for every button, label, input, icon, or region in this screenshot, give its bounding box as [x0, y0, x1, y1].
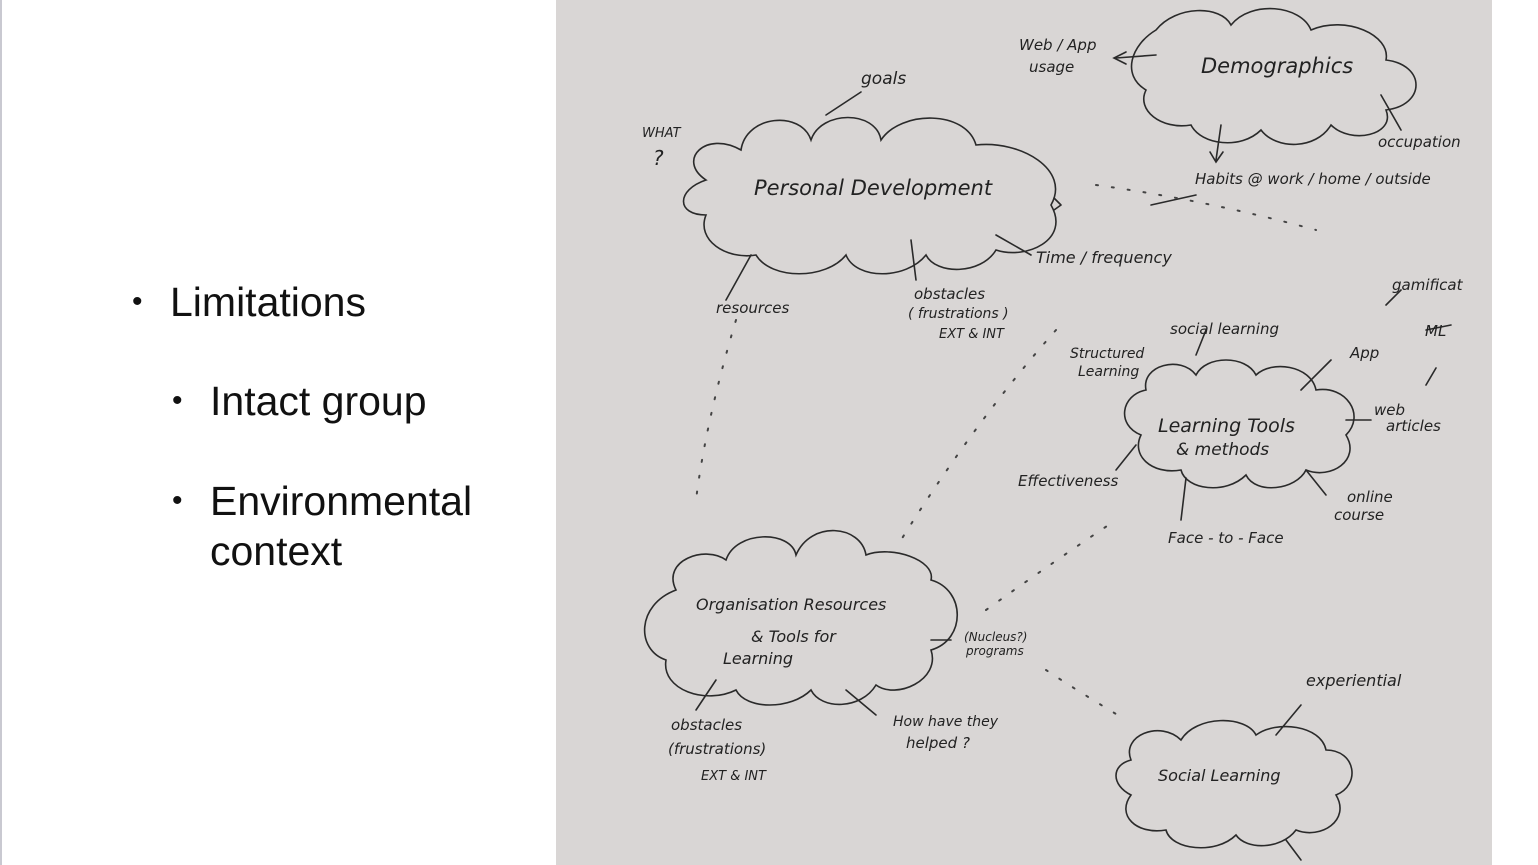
- mind-map-drawing: WHAT ? goals Personal Development Web / …: [642, 7, 1464, 861]
- ml-label: ML: [1425, 322, 1446, 340]
- bullet-environmental-context: • Environmental context: [172, 476, 510, 576]
- online-course-label-1: online: [1347, 488, 1393, 506]
- how-helped-label-2: helped ?: [906, 734, 970, 752]
- web-app-usage-label-1: Web / App: [1019, 36, 1096, 54]
- org-resources-label-3: Learning: [723, 649, 793, 668]
- app-label: App: [1349, 344, 1379, 362]
- web-articles-label-2: articles: [1386, 417, 1441, 435]
- social-learning-top-label: social learning: [1170, 320, 1279, 338]
- obstacles-label-2: ( frustrations ): [908, 306, 1009, 322]
- org-obstacles-label-1: obstacles: [671, 716, 742, 734]
- slide-left-border: [0, 0, 2, 865]
- org-obstacles-label-2: (frustrations): [668, 740, 766, 758]
- what-label: WHAT: [642, 126, 682, 141]
- social-learning-bottom-label: Social Learning: [1158, 766, 1281, 785]
- obstacles-label-1: obstacles: [914, 285, 985, 303]
- structured-learning-label-2: Learning: [1078, 364, 1139, 380]
- bullet-limitations-text: Limitations: [170, 279, 366, 325]
- org-resources-label-2: & Tools for: [751, 627, 837, 646]
- social-learning-cloud: [1115, 719, 1353, 849]
- what-question-mark: ?: [653, 146, 664, 170]
- mind-map-sketch: WHAT ? goals Personal Development Web / …: [556, 0, 1492, 865]
- nucleus-label-2: programs: [965, 644, 1024, 658]
- bullet-dot-icon: •: [172, 484, 183, 517]
- org-obstacles-label-3: EXT & INT: [701, 769, 767, 784]
- bullet-dot-icon: •: [172, 384, 183, 417]
- personal-development-cloud: [682, 116, 1057, 275]
- online-course-label-2: course: [1334, 506, 1384, 524]
- org-resources-label-1: Organisation Resources: [696, 595, 886, 614]
- experiential-label: experiential: [1306, 671, 1402, 690]
- web-app-usage-label-2: usage: [1029, 58, 1074, 76]
- learning-tools-label-2: & methods: [1176, 440, 1269, 460]
- slide-right-margin: [1492, 0, 1538, 865]
- bullet-environmental-context-text: Environmental context: [210, 478, 473, 574]
- demographics-cloud: [1130, 7, 1417, 146]
- bullet-dot-icon: •: [132, 285, 143, 318]
- face-to-face-label: Face - to - Face: [1168, 529, 1284, 547]
- web-articles-label-1: web: [1374, 401, 1405, 419]
- bullet-intact-group: • Intact group: [172, 376, 427, 426]
- learning-tools-label-1: Learning Tools: [1158, 415, 1295, 437]
- resources-label: resources: [716, 299, 790, 317]
- bullet-limitations: • Limitations: [132, 277, 366, 327]
- bullet-intact-group-text: Intact group: [210, 378, 427, 424]
- how-helped-label-1: How have they: [893, 714, 999, 730]
- structured-learning-label-1: Structured: [1070, 346, 1144, 362]
- gamification-label: gamificat: [1392, 276, 1464, 294]
- effectiveness-label: Effectiveness: [1018, 472, 1118, 490]
- organisation-resources-cloud: [643, 529, 959, 706]
- occupation-label: occupation: [1378, 133, 1461, 151]
- time-frequency-label: Time / frequency: [1036, 248, 1172, 267]
- nucleus-label-1: (Nucleus?): [964, 630, 1028, 644]
- slide-bullet-area: • Limitations • Intact group • Environme…: [0, 0, 556, 865]
- obstacles-label-3: EXT & INT: [939, 327, 1005, 342]
- demographics-label: Demographics: [1201, 54, 1353, 78]
- habits-label: Habits @ work / home / outside: [1195, 170, 1431, 188]
- learning-tools-cloud: [1123, 359, 1355, 489]
- goals-label: goals: [861, 69, 906, 89]
- personal-development-label: Personal Development: [754, 176, 993, 200]
